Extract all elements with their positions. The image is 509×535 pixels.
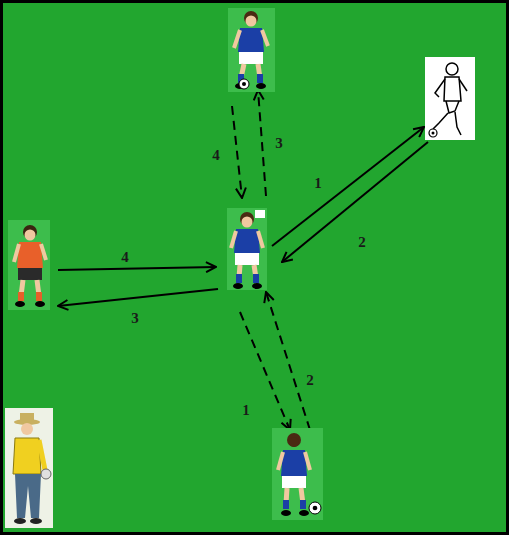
sketch-player-part-part <box>446 63 458 75</box>
blue-player-part <box>255 210 265 218</box>
blue-player-part <box>234 229 260 253</box>
orange-player-part <box>35 301 45 307</box>
callout-number: 3 <box>273 135 285 152</box>
pass-arrow <box>272 127 424 246</box>
orange-player-part <box>25 230 36 241</box>
pass-arrow <box>282 142 428 262</box>
orange-player-part <box>15 301 25 307</box>
coach-figure-part <box>39 440 45 470</box>
orange-player <box>8 220 50 310</box>
blue-player-part <box>281 450 307 476</box>
blue-player-part <box>256 83 266 89</box>
callout-number: 1 <box>312 175 324 192</box>
blue-player-part <box>281 510 291 516</box>
blue-player-part <box>252 283 262 289</box>
blue-player-part <box>313 506 318 511</box>
blue-player-part <box>283 500 289 509</box>
blue-player-part <box>299 510 309 516</box>
blue-player <box>227 208 267 290</box>
orange-player-part <box>14 244 19 262</box>
orange-player-part <box>18 268 42 280</box>
coach-figure-part <box>41 469 51 479</box>
callout-number: 2 <box>356 234 368 251</box>
blue-player-part <box>236 274 242 283</box>
blue-player-part <box>253 274 259 283</box>
blue-player <box>272 428 323 520</box>
blue-player-part <box>272 428 323 520</box>
sketch-player-part <box>429 129 437 137</box>
orange-player-part <box>41 244 46 260</box>
blue-player-part <box>238 28 264 52</box>
pass-arrow <box>232 106 242 198</box>
blue-player-part <box>239 79 249 89</box>
sketch-player <box>425 57 475 140</box>
blue-player-part <box>289 437 299 447</box>
coach-figure-part <box>5 408 53 528</box>
blue-player-part <box>242 82 246 86</box>
sketch-player-part <box>425 57 475 140</box>
blue-player <box>228 8 275 92</box>
pass-arrows <box>58 90 428 430</box>
coach-figure-part <box>21 423 33 435</box>
sketch-player-part <box>433 63 467 135</box>
blue-player-part <box>231 231 236 248</box>
callout-number: 4 <box>119 249 131 266</box>
orange-player-part <box>17 242 43 268</box>
blue-player-part <box>233 283 243 289</box>
sketch-player-part-part <box>446 101 459 113</box>
blue-player-part <box>235 253 259 265</box>
coach-figure-part <box>14 518 26 524</box>
orange-player-part <box>8 220 50 310</box>
sketch-player-part-part <box>455 112 461 135</box>
coach-figure-part <box>13 438 41 474</box>
blue-player-part <box>300 500 306 509</box>
blue-player-part <box>242 217 253 228</box>
blue-player-part <box>258 231 263 248</box>
coach-figure <box>5 408 53 528</box>
blue-player-part <box>246 16 257 27</box>
callout-number: 2 <box>304 372 316 389</box>
blue-player-part <box>305 452 310 470</box>
callout-number: 1 <box>240 402 252 419</box>
blue-player-part <box>309 502 321 514</box>
blue-player-part <box>257 74 263 83</box>
orange-player-part <box>36 292 42 301</box>
pass-arrow <box>258 90 266 196</box>
blue-player-part <box>227 208 267 290</box>
pass-arrow <box>58 267 216 270</box>
blue-player-part <box>282 476 306 488</box>
blue-player-part <box>239 52 263 64</box>
blue-player-part <box>287 433 301 447</box>
blue-player-part <box>262 30 268 46</box>
coach-figure-part <box>15 474 41 518</box>
pass-arrow <box>240 312 290 430</box>
sketch-player-part <box>432 132 435 135</box>
blue-player-part <box>228 8 275 92</box>
blue-player-part <box>234 30 240 48</box>
callout-number: 4 <box>210 147 222 164</box>
orange-player-part <box>18 292 24 301</box>
callout-number: 3 <box>129 310 141 327</box>
coach-figure-part <box>30 518 42 524</box>
coach-figure-part <box>20 413 34 422</box>
pass-arrow <box>266 292 310 430</box>
sketch-player-part-part <box>459 79 467 91</box>
sketch-player-part-part <box>433 113 448 129</box>
sketch-player-part-part <box>444 77 461 101</box>
blue-player-part <box>278 452 283 470</box>
pass-arrow <box>58 289 218 306</box>
sketch-player-part-part <box>435 79 445 97</box>
